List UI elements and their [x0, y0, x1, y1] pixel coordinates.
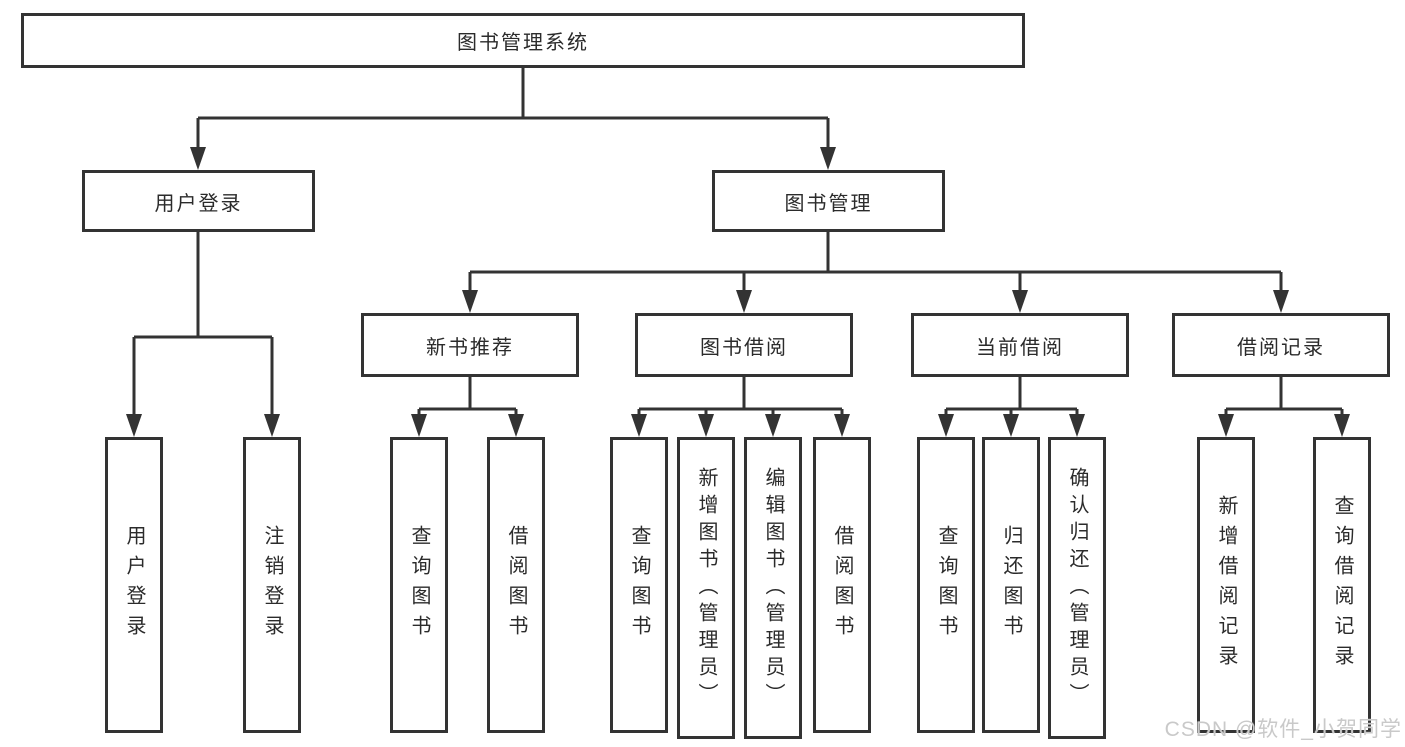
node-book-management-module: 图书管理 — [712, 170, 945, 232]
arrowheads — [126, 147, 1350, 437]
node-current-borrowing: 当前借阅 — [911, 313, 1129, 377]
leaf-return-books: 归还图书 — [982, 437, 1040, 733]
node-user-login-module: 用户登录 — [82, 170, 315, 232]
leaf-borrow-books-1: 借阅图书 — [487, 437, 545, 733]
node-book-borrowing: 图书借阅 — [635, 313, 853, 377]
node-new-book-recommend: 新书推荐 — [361, 313, 579, 377]
leaf-edit-books-admin: 编辑图书（管理员） — [744, 437, 802, 739]
leaf-user-login: 用户登录 — [105, 437, 163, 733]
leaf-logout: 注销登录 — [243, 437, 301, 733]
leaf-query-books-2: 查询图书 — [610, 437, 668, 733]
leaf-confirm-return-admin: 确认归还（管理员） — [1048, 437, 1106, 739]
node-borrow-records: 借阅记录 — [1172, 313, 1390, 377]
leaf-add-borrow-record: 新增借阅记录 — [1197, 437, 1255, 733]
leaf-query-books-1: 查询图书 — [390, 437, 448, 733]
node-root-system: 图书管理系统 — [21, 13, 1025, 68]
connector-paths — [132, 68, 1344, 419]
leaf-query-books-3: 查询图书 — [917, 437, 975, 733]
leaf-query-borrow-record: 查询借阅记录 — [1313, 437, 1371, 733]
leaf-add-books-admin: 新增图书（管理员） — [677, 437, 735, 739]
csdn-watermark: CSDN @软件_小贺同学 — [1164, 718, 1402, 741]
leaf-borrow-books-2: 借阅图书 — [813, 437, 871, 733]
